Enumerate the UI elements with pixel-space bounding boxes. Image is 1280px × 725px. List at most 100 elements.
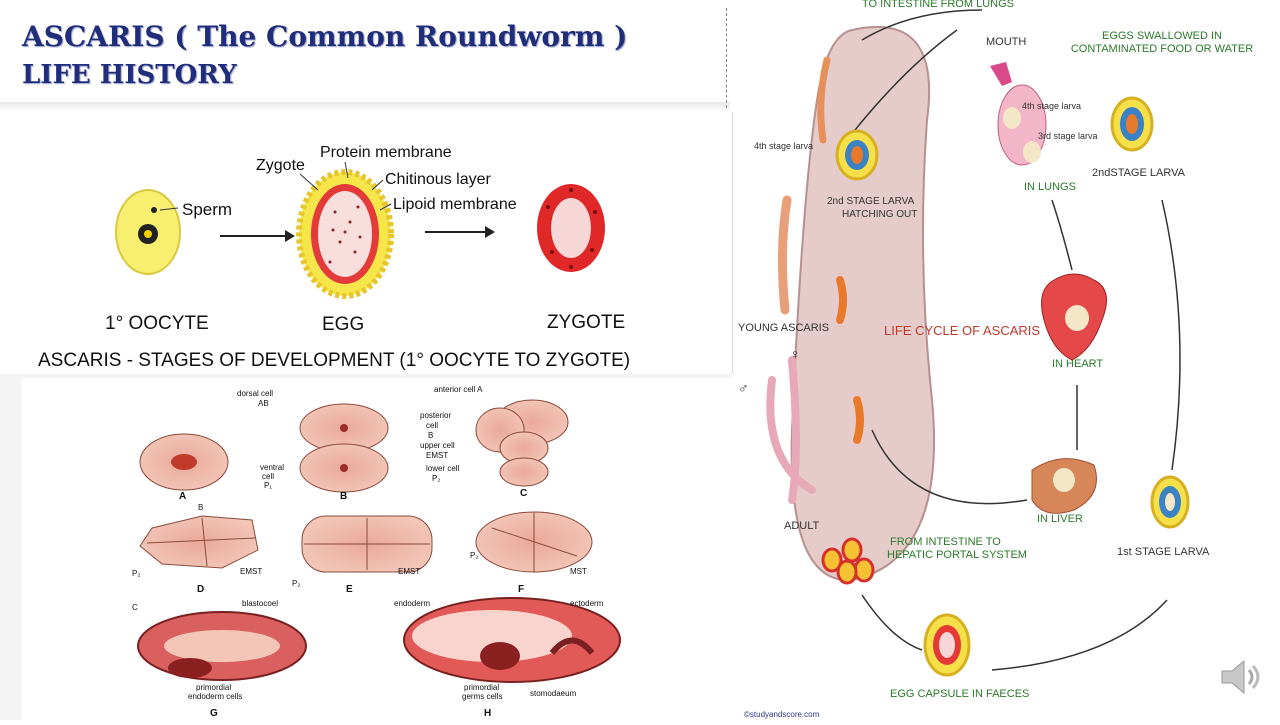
stage-h-inner — [412, 610, 572, 662]
adult-label: ADULT — [784, 520, 820, 532]
stage-d-division-1 — [201, 517, 208, 567]
protein-membrane-label: Protein membrane — [320, 144, 452, 161]
life-cycle-label: LIFE CYCLE OF ASCARIS — [884, 323, 1041, 338]
second-stage-egg — [1110, 96, 1154, 152]
fourth-stage-label: 4th stage larva — [754, 141, 814, 151]
sperm-dot — [151, 207, 157, 213]
heart-larva — [1065, 305, 1089, 331]
in-lungs-label: IN LUNGS — [1024, 181, 1076, 193]
stage-b-dorsal-nucleus — [340, 424, 348, 432]
title-line-2: LIFE HISTORY — [22, 60, 237, 90]
development-caption: ASCARIS - STAGES OF DEVELOPMENT (1° OOCY… — [38, 350, 630, 371]
stage-d-cells — [139, 515, 259, 569]
liver-larva — [1053, 468, 1075, 492]
ventral-label: ventral — [260, 463, 284, 472]
arrow-to-second-stage — [1161, 199, 1181, 471]
stage-f-p: P₂ — [470, 551, 478, 560]
stage-g-letter: G — [210, 708, 218, 719]
speaker-icon[interactable] — [1218, 655, 1262, 704]
mouth-label: MOUTH — [986, 36, 1027, 48]
stage-b-letter: B — [340, 491, 347, 502]
stage-d-division-2 — [146, 537, 257, 544]
intestine-shape — [790, 25, 936, 582]
zygote-caption: ZYGOTE — [547, 312, 625, 333]
first-stage-label: 1st STAGE LARVA — [1117, 546, 1210, 558]
stage-d-b: B — [198, 503, 203, 512]
larva-4th-stage — [817, 56, 831, 144]
oocyte-to-zygote-panel: Sperm Zygote Protein membrane Chitinous … — [0, 112, 733, 374]
stomodaeum-label: stomodaeum — [530, 689, 577, 698]
oocyte-nucleolus — [144, 230, 152, 238]
first-stage-egg — [1150, 475, 1190, 529]
posterior-label: posterior — [420, 411, 451, 420]
stage-b-ventral-nucleus — [340, 464, 348, 472]
zygote-label: Zygote — [256, 157, 305, 174]
protein-pointer — [344, 161, 349, 179]
arrow-to-liver — [871, 429, 1028, 505]
in-heart-label: IN HEART — [1052, 358, 1104, 370]
male-symbol: ♂ — [738, 380, 749, 396]
stage-e-letter: E — [346, 584, 353, 595]
sperm-label: Sperm — [182, 200, 232, 219]
anterior-cell-label: anterior cell A — [434, 385, 483, 394]
arrow-mouth — [846, 29, 958, 141]
egg-capsule-label: EGG CAPSULE IN FAECES — [890, 688, 1030, 700]
lipoid-membrane-label: Lipoid membrane — [393, 196, 517, 213]
oocyte-to-zygote-diagram: Sperm Zygote Protein membrane Chitinous … — [38, 144, 630, 371]
ectoderm-label: ectoderm — [570, 599, 604, 608]
sperm-pointer — [159, 207, 179, 211]
lower-cell-label: lower cell — [426, 464, 460, 473]
arrow-1-head — [285, 230, 295, 242]
oocyte-caption: 1° OOCYTE — [105, 313, 209, 334]
stage-h-germs — [480, 642, 520, 670]
stage-c-letter: C — [520, 488, 527, 499]
stage-g-endoderm — [168, 658, 212, 678]
chitinous-layer-label: Chitinous layer — [385, 171, 492, 188]
hatching-egg — [835, 129, 879, 181]
lipoid-pointer — [379, 203, 392, 211]
germs-cells-label: germs cells — [462, 692, 502, 701]
p2-label: P₂ — [432, 474, 440, 483]
from-intestine-label-1: FROM INTESTINE TO — [890, 536, 1001, 548]
egg-caption: EGG — [322, 314, 364, 335]
title-line-1: ASCARIS ( The Common Roundworm ) — [22, 20, 628, 53]
female-adult-shape — [788, 356, 800, 504]
hatching-label-2: HATCHING OUT — [842, 209, 918, 220]
stage-a-letter: A — [179, 491, 186, 502]
stage-g-blastocoel — [164, 630, 280, 662]
young-ascaris-label: YOUNG ASCARIS — [738, 322, 830, 334]
blastocoel-label: blastocoel — [242, 599, 278, 608]
arrow-2-head — [485, 226, 495, 238]
arrow-to-lungs — [1051, 199, 1073, 271]
to-intestine-label: TO INTESTINE FROM LUNGS — [862, 0, 1014, 10]
second-stage-label: 2ndSTAGE LARVA — [1092, 167, 1185, 179]
stage-c-lower-cell — [499, 457, 549, 487]
female-symbol: ♀ — [790, 346, 801, 362]
cleavage-diagram: A dorsal cell AB ventral cell P₁ B anter… — [132, 385, 621, 719]
hatching-label-1: 2nd STAGE LARVA — [827, 196, 915, 207]
stage-h-letter: H — [484, 708, 491, 719]
chitinous-pointer — [371, 179, 384, 191]
endoderm-label: endoderm — [394, 599, 430, 608]
stage-d-emst: EMST — [240, 567, 262, 576]
stage-e-emst: EMST — [398, 567, 420, 576]
p1-label: P₁ — [264, 481, 272, 490]
young-ascaris-shape — [777, 195, 792, 315]
fourth-stage-lungs-label: 4th stage larva — [1022, 101, 1082, 111]
lungs-larva-2 — [1023, 141, 1041, 163]
arrow-to-first-stage — [991, 599, 1168, 671]
hatching-larva-2 — [853, 396, 864, 444]
arrow-to-faeces — [861, 594, 923, 651]
dorsal-cell-label: dorsal cell — [237, 389, 273, 398]
posterior-cell-label: cell — [426, 421, 438, 430]
eggs-swallowed-label-2: CONTAMINATED FOOD OR WATER — [1070, 43, 1254, 55]
upper-cell-label: upper cell — [420, 441, 455, 450]
eggs-swallowed-label-1: EGGS SWALLOWED IN — [1101, 30, 1222, 42]
zygote-pointer — [299, 173, 319, 191]
stage-f-letter: F — [518, 584, 524, 595]
egg-capsule-in-faeces — [923, 613, 971, 677]
endoderm-cells-label: endoderm cells — [188, 692, 242, 701]
header-divider — [0, 102, 730, 112]
hatching-larva-1 — [836, 276, 847, 324]
cleavage-panel: A dorsal cell AB ventral cell P₁ B anter… — [0, 374, 732, 720]
